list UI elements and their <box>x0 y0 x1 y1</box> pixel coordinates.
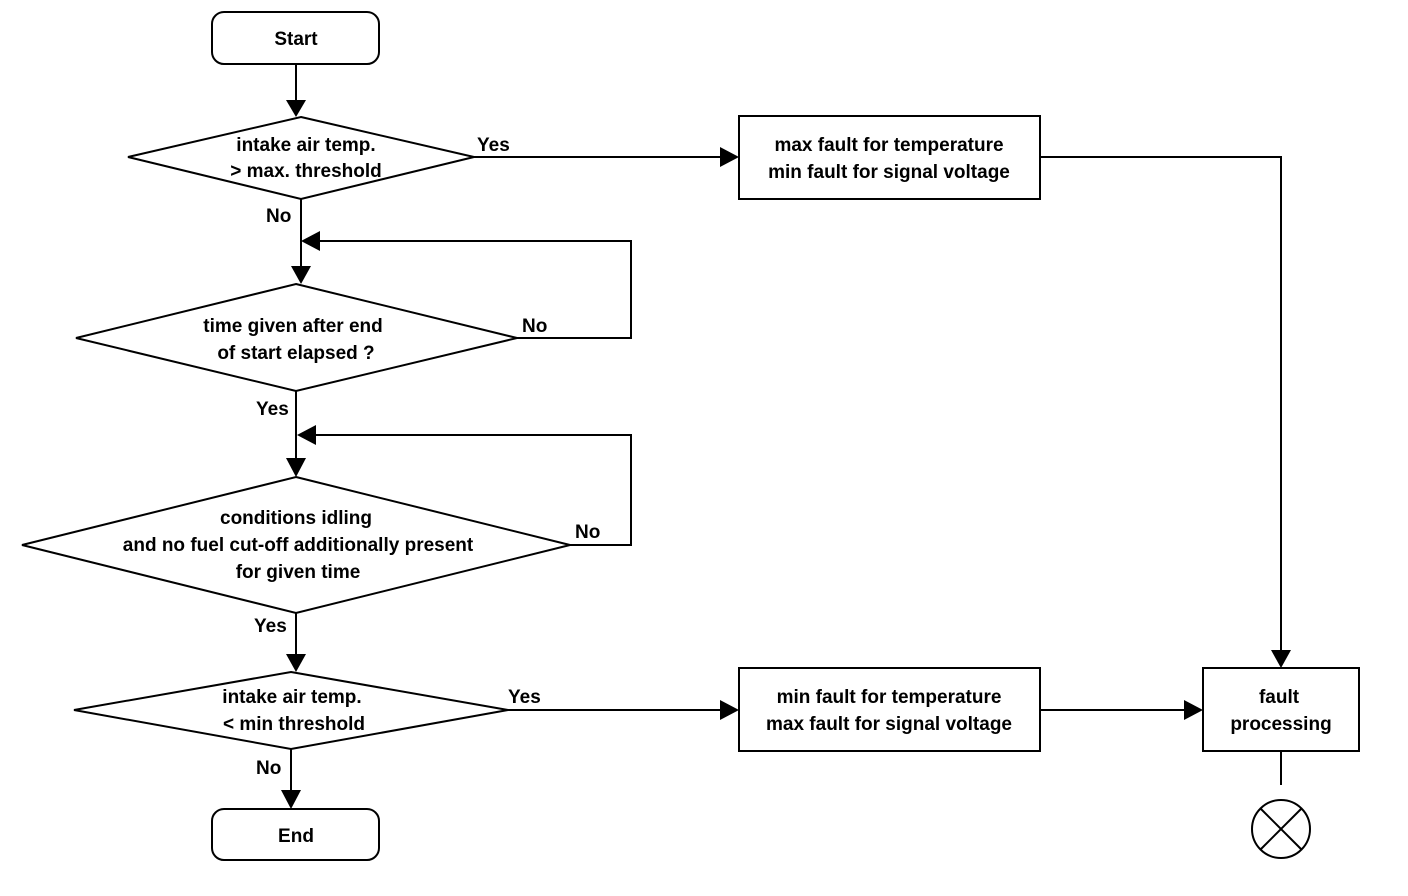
svg-text:Yes: Yes <box>477 135 510 156</box>
decision-time-elapsed: time given after end of start elapsed ? <box>75 282 518 393</box>
svg-text:for given time: for given time <box>236 562 361 583</box>
edge-faultmax-to-processing <box>1040 156 1282 652</box>
edge-d2-no-loop <box>318 240 632 339</box>
svg-text:intake air temp.: intake air temp. <box>236 135 375 156</box>
process-fault-min-shape <box>738 667 1041 752</box>
terminator-cross-b <box>1259 807 1303 851</box>
arrowhead-left-loop1 <box>301 231 320 251</box>
label-d1-yes: Yes <box>477 135 510 156</box>
arrowhead-down-d4 <box>286 654 306 672</box>
svg-text:Yes: Yes <box>254 616 287 637</box>
process-fault-min-line2: max fault for signal voltage <box>766 714 1012 735</box>
svg-text:processing: processing <box>1230 714 1331 735</box>
process-fault-processing: fault processing <box>1202 667 1360 752</box>
arrowhead-right-faultmin <box>720 700 739 720</box>
decision-conditions-idling-shape <box>21 475 571 615</box>
terminator-symbol <box>1251 799 1311 859</box>
decision-time-elapsed-line1: time given after end <box>203 316 383 337</box>
arrowhead-down-d1 <box>286 100 306 117</box>
svg-text:intake air temp.: intake air temp. <box>222 687 361 708</box>
svg-text:max fault for signal voltage: max fault for signal voltage <box>766 714 1012 735</box>
process-fault-max-line2: min fault for signal voltage <box>768 162 1010 183</box>
decision-conditions-idling: conditions idling and no fuel cut-off ad… <box>21 475 571 615</box>
svg-text:Start: Start <box>274 29 318 50</box>
process-fault-min: min fault for temperature max fault for … <box>738 667 1041 752</box>
process-fault-processing-shape <box>1202 667 1360 752</box>
decision-min-threshold: intake air temp. < min threshold <box>73 670 509 751</box>
start-terminal: Start <box>211 11 380 65</box>
svg-text:min fault for signal voltage: min fault for signal voltage <box>768 162 1010 183</box>
svg-text:of start elapsed ?: of start elapsed ? <box>217 343 374 364</box>
arrowhead-right-faultmax <box>720 147 739 167</box>
svg-text:> max. threshold: > max. threshold <box>230 161 382 182</box>
label-d2-yes: Yes <box>256 399 289 420</box>
decision-time-elapsed-line2: of start elapsed ? <box>217 343 374 364</box>
decision-conditions-idling-line2: and no fuel cut-off additionally present <box>123 535 474 556</box>
process-fault-max: max fault for temperature min fault for … <box>738 115 1041 200</box>
svg-text:No: No <box>266 206 291 227</box>
arrowhead-right-processing <box>1184 700 1203 720</box>
svg-text:End: End <box>278 826 314 847</box>
svg-text:Yes: Yes <box>256 399 289 420</box>
decision-max-threshold-line2: > max. threshold <box>230 161 382 182</box>
decision-conditions-idling-line3: for given time <box>236 562 361 583</box>
process-fault-max-line1: max fault for temperature <box>774 135 1003 156</box>
label-d3-yes: Yes <box>254 616 287 637</box>
end-terminal: End <box>211 808 380 861</box>
svg-text:No: No <box>256 758 281 779</box>
process-fault-max-shape <box>738 115 1041 200</box>
arrowhead-down-processing <box>1271 650 1291 668</box>
arrowhead-down-d2 <box>291 266 311 284</box>
decision-max-threshold-line1: intake air temp. <box>236 135 375 156</box>
process-fault-processing-line1: fault <box>1259 687 1300 708</box>
process-fault-min-line1: min fault for temperature <box>777 687 1002 708</box>
arrowhead-down-d3 <box>286 458 306 477</box>
arrowhead-left-loop2 <box>297 425 316 445</box>
label-d4-no: No <box>256 758 281 779</box>
decision-max-threshold-shape <box>127 115 475 201</box>
svg-text:No: No <box>522 316 547 337</box>
decision-min-threshold-line2: < min threshold <box>223 714 365 735</box>
svg-text:and no fuel cut-off additional: and no fuel cut-off additionally present <box>123 535 474 556</box>
decision-min-threshold-shape <box>73 670 509 751</box>
connectors <box>290 64 1282 792</box>
decision-conditions-idling-line1: conditions idling <box>220 508 372 529</box>
start-label: Start <box>274 29 318 50</box>
edge-d3-no-loop <box>314 434 632 546</box>
end-shape <box>211 808 380 861</box>
start-shape <box>211 11 380 65</box>
svg-text:fault: fault <box>1259 687 1300 708</box>
svg-text:Yes: Yes <box>508 687 541 708</box>
label-d3-no: No <box>575 522 600 543</box>
decision-time-elapsed-shape <box>75 282 518 393</box>
svg-text:min fault for temperature: min fault for temperature <box>777 687 1002 708</box>
svg-text:No: No <box>575 522 600 543</box>
process-fault-processing-line2: processing <box>1230 714 1331 735</box>
arrowheads <box>281 100 1291 809</box>
decision-max-threshold: intake air temp. > max. threshold <box>127 115 475 201</box>
decision-min-threshold-line1: intake air temp. <box>222 687 361 708</box>
label-d4-yes: Yes <box>508 687 541 708</box>
svg-text:< min threshold: < min threshold <box>223 714 365 735</box>
label-d1-no: No <box>266 206 291 227</box>
svg-text:conditions idling: conditions idling <box>220 508 372 529</box>
svg-text:time given after end: time given after end <box>203 316 383 337</box>
label-d2-no: No <box>522 316 547 337</box>
svg-text:max fault for temperature: max fault for temperature <box>774 135 1003 156</box>
end-label: End <box>278 826 314 847</box>
arrowhead-down-end <box>281 790 301 809</box>
edge-labels: Yes No No Yes No Yes Yes No <box>254 135 600 779</box>
